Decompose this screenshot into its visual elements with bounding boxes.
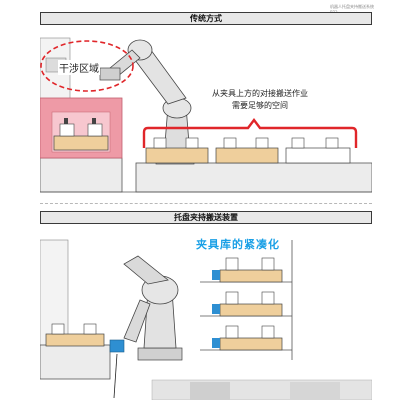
clearance-bracket bbox=[142, 118, 358, 148]
fixture-row-traditional bbox=[145, 137, 351, 164]
robot-arm-pallet bbox=[123, 255, 183, 361]
section-divider bbox=[40, 203, 372, 204]
fixture-storage-rack bbox=[200, 240, 293, 360]
corner-note-title: 机器人托盘夹持搬送系统 bbox=[330, 4, 374, 9]
traditional-caption-line1: 从夹具上方的对接搬送作业 bbox=[212, 89, 308, 98]
machine-base-left bbox=[40, 157, 123, 193]
traditional-caption: 从夹具上方的对接搬送作业 需要足够的空间 bbox=[186, 88, 334, 112]
section-title-traditional: 传统方式 bbox=[40, 12, 372, 25]
traditional-caption-line2: 需要足够的空间 bbox=[232, 101, 288, 110]
machine-base-2 bbox=[40, 344, 111, 380]
fixture-on-machine bbox=[53, 118, 109, 151]
compact-storage-headline: 夹具库的紧凑化 bbox=[196, 238, 280, 251]
pallet-method-diagram bbox=[40, 239, 372, 400]
interference-zone-ellipse bbox=[40, 40, 134, 92]
fixture-on-machine-2 bbox=[45, 323, 105, 347]
traditional-method-diagram bbox=[40, 37, 372, 193]
pallet-gripper bbox=[109, 339, 125, 353]
interference-zone-label: 干涉区域 bbox=[58, 60, 100, 75]
gripper-callout-line bbox=[113, 353, 118, 399]
floor-platform-right bbox=[135, 162, 372, 193]
section-title-pallet: 托盘夹持搬送装置 bbox=[40, 211, 372, 224]
